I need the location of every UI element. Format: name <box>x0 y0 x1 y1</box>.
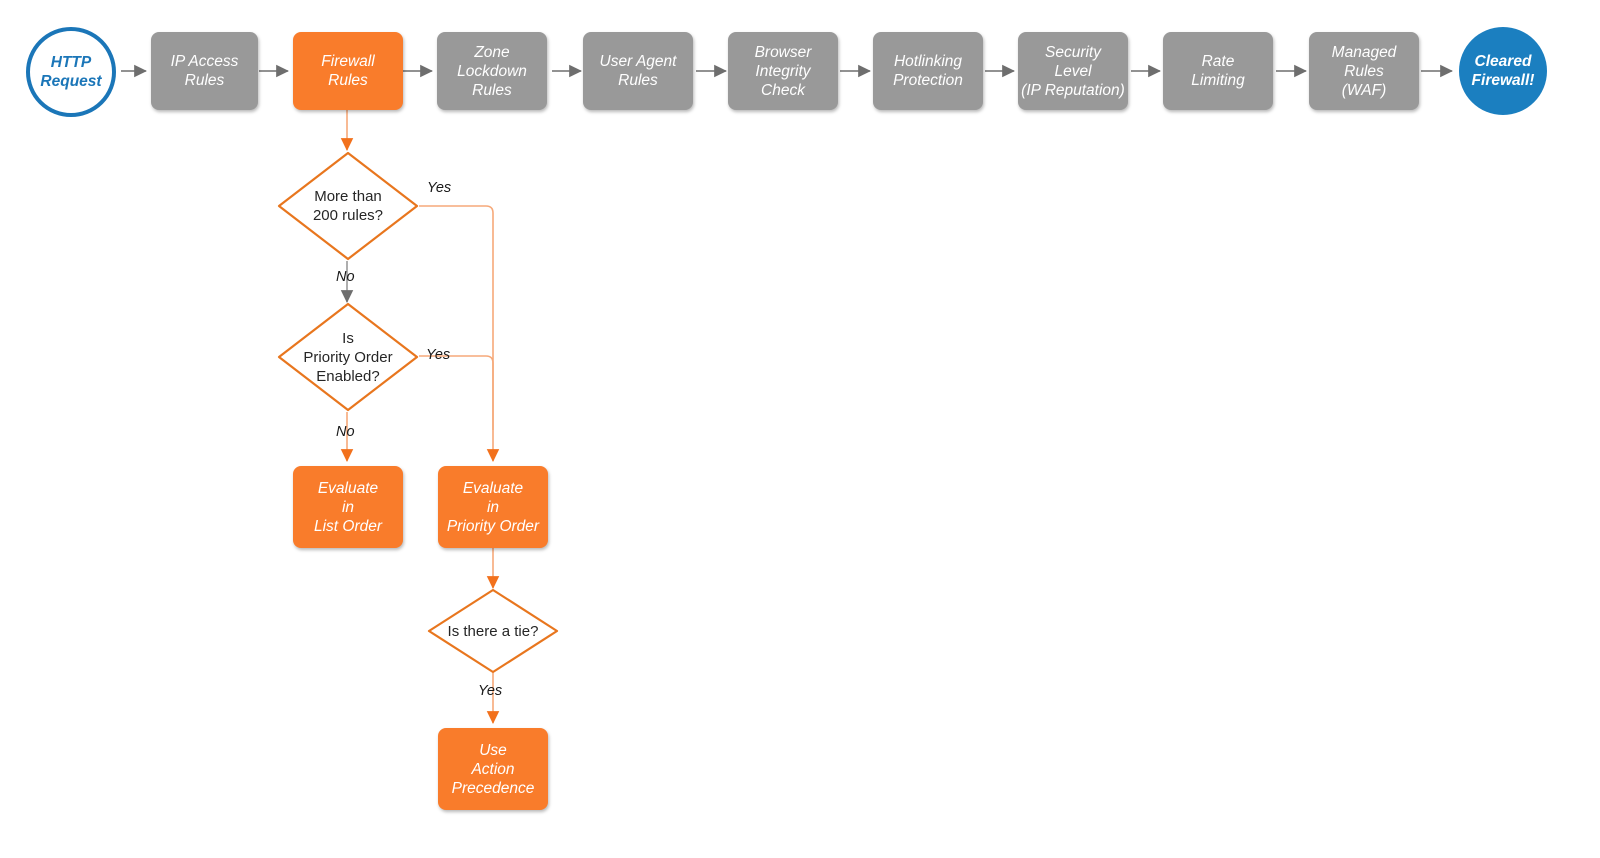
node-rate-limiting-label: Rate Limiting <box>1191 53 1245 89</box>
edge-label-tie-yes: Yes <box>478 683 503 699</box>
node-firewall-rules-label: Firewall Rules <box>321 53 375 89</box>
node-browser-integrity-check-label: Browser Integrity Check <box>754 43 812 99</box>
node-evaluate-priority-order[interactable]: Evaluate in Priority Order <box>438 466 548 548</box>
node-security-level-label: Security Level (IP Reputation) <box>1021 43 1125 99</box>
node-ip-access-rules[interactable]: IP Access Rules <box>151 32 258 110</box>
edge-label-priority-order-yes: Yes <box>426 347 451 363</box>
arrow-more-than-200-yes <box>419 205 500 462</box>
node-use-action-precedence-label: Use Action Precedence <box>451 741 535 797</box>
node-firewall-rules[interactable]: Firewall Rules <box>293 32 403 110</box>
node-cleared-firewall[interactable]: Cleared Firewall! <box>1459 27 1547 115</box>
node-user-agent-rules[interactable]: User Agent Rules <box>583 32 693 110</box>
node-zone-lockdown-rules[interactable]: Zone Lockdown Rules <box>437 32 547 110</box>
node-http-request[interactable]: HTTP Request <box>26 27 116 117</box>
node-managed-rules-waf-label: Managed Rules (WAF) <box>1331 43 1397 99</box>
edge-label-more-than-200-yes: Yes <box>427 180 452 196</box>
node-hotlinking-protection-label: Hotlinking Protection <box>893 53 963 89</box>
node-ip-access-rules-label: IP Access Rules <box>170 53 239 89</box>
diamond-shape-more-than-200 <box>277 151 419 261</box>
edge-label-more-than-200-no: No <box>336 269 355 285</box>
node-http-request-label: HTTP Request <box>40 54 102 90</box>
diamond-shape-priority-order <box>277 302 419 412</box>
node-browser-integrity-check[interactable]: Browser Integrity Check <box>728 32 838 110</box>
node-evaluate-list-order[interactable]: Evaluate in List Order <box>293 466 403 548</box>
decision-is-there-a-tie[interactable]: Is there a tie? <box>427 588 559 674</box>
decision-priority-order-enabled-label: Is Priority Order Enabled? <box>303 329 393 385</box>
node-zone-lockdown-rules-label: Zone Lockdown Rules <box>457 43 527 99</box>
node-evaluate-priority-order-label: Evaluate in Priority Order <box>446 479 540 535</box>
node-use-action-precedence[interactable]: Use Action Precedence <box>438 728 548 810</box>
node-managed-rules-waf[interactable]: Managed Rules (WAF) <box>1309 32 1419 110</box>
node-hotlinking-protection[interactable]: Hotlinking Protection <box>873 32 983 110</box>
edge-label-priority-order-no: No <box>336 424 355 440</box>
node-user-agent-rules-label: User Agent Rules <box>599 53 677 89</box>
node-rate-limiting[interactable]: Rate Limiting <box>1163 32 1273 110</box>
arrow-priority-order-yes <box>419 355 494 430</box>
decision-more-than-200-rules[interactable]: More than 200 rules? <box>277 151 419 261</box>
decision-priority-order-enabled[interactable]: Is Priority Order Enabled? <box>277 302 419 412</box>
node-security-level[interactable]: Security Level (IP Reputation) <box>1018 32 1128 110</box>
node-evaluate-list-order-label: Evaluate in List Order <box>313 479 383 535</box>
node-cleared-firewall-label: Cleared Firewall! <box>1471 53 1535 89</box>
decision-is-there-a-tie-label: Is there a tie? <box>447 622 539 640</box>
decision-more-than-200-rules-label: More than 200 rules? <box>312 188 384 224</box>
diamond-shape-is-there-a-tie <box>427 588 559 674</box>
